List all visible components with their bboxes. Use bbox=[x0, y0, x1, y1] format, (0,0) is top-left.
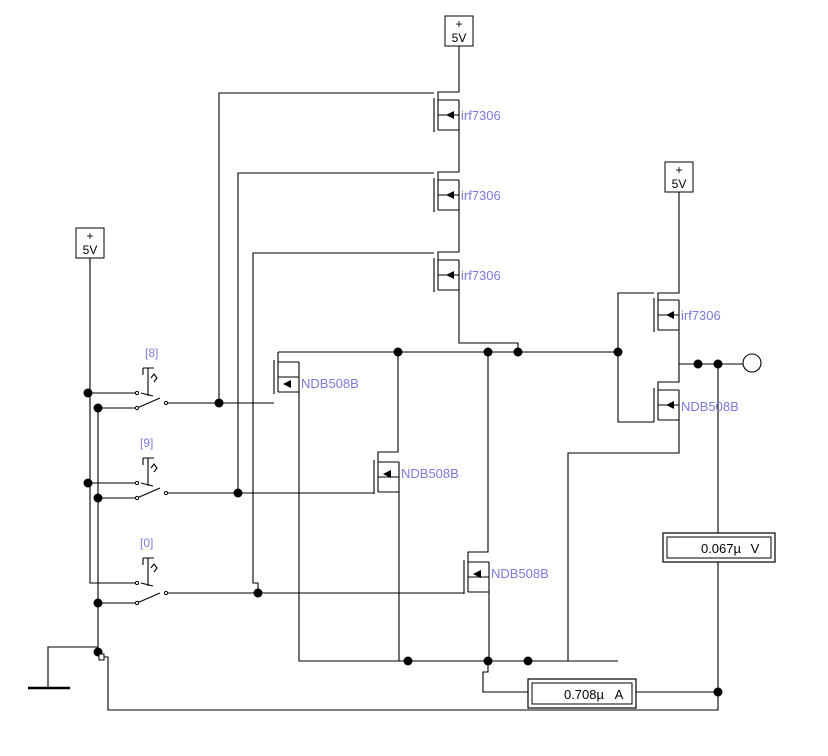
switch-key-label: [0] bbox=[140, 536, 153, 550]
switch-8[interactable]: [8] bbox=[134, 346, 169, 411]
pmos-label: irf7306 bbox=[461, 108, 501, 123]
pmos-label: irf7306 bbox=[461, 268, 501, 283]
supply-label: 5V bbox=[83, 243, 98, 257]
supply-plus: + bbox=[455, 17, 462, 31]
pmos-label: irf7306 bbox=[681, 308, 721, 323]
nmos-label: NDB508B bbox=[401, 466, 459, 481]
ground-icon bbox=[28, 646, 105, 690]
inverter-wires bbox=[567, 192, 762, 692]
voltmeter[interactable]: 0.067µ V bbox=[662, 532, 776, 563]
supply-plus: + bbox=[675, 163, 682, 177]
nmos-network-wires bbox=[103, 352, 723, 711]
switch-9[interactable]: [9] bbox=[134, 436, 169, 501]
supply-label: 5V bbox=[672, 177, 687, 191]
switch-key-label: [9] bbox=[140, 436, 153, 450]
voltmeter-value: 0.067µ bbox=[701, 541, 742, 556]
switch-key-label: [8] bbox=[145, 346, 158, 360]
ammeter[interactable]: 0.708µ A bbox=[527, 678, 637, 709]
nmos-label: NDB508B bbox=[681, 399, 739, 414]
supply-5v-top[interactable]: + 5V bbox=[444, 15, 474, 47]
supply-5v-left[interactable]: + 5V bbox=[75, 227, 105, 259]
supply-plus: + bbox=[86, 229, 93, 243]
pmos-label: irf7306 bbox=[461, 188, 501, 203]
switch-0[interactable]: [0] bbox=[134, 536, 169, 606]
supply-label: 5V bbox=[452, 31, 467, 45]
supply-5v-right[interactable]: + 5V bbox=[664, 161, 694, 193]
nmos-label: NDB508B bbox=[491, 566, 549, 581]
voltmeter-unit: V bbox=[751, 541, 760, 556]
ammeter-value: 0.708µ bbox=[564, 687, 605, 702]
output-probe bbox=[742, 353, 762, 373]
ammeter-unit: A bbox=[615, 687, 624, 702]
nmos-label: NDB508B bbox=[301, 376, 359, 391]
switch-wires bbox=[83, 258, 258, 657]
